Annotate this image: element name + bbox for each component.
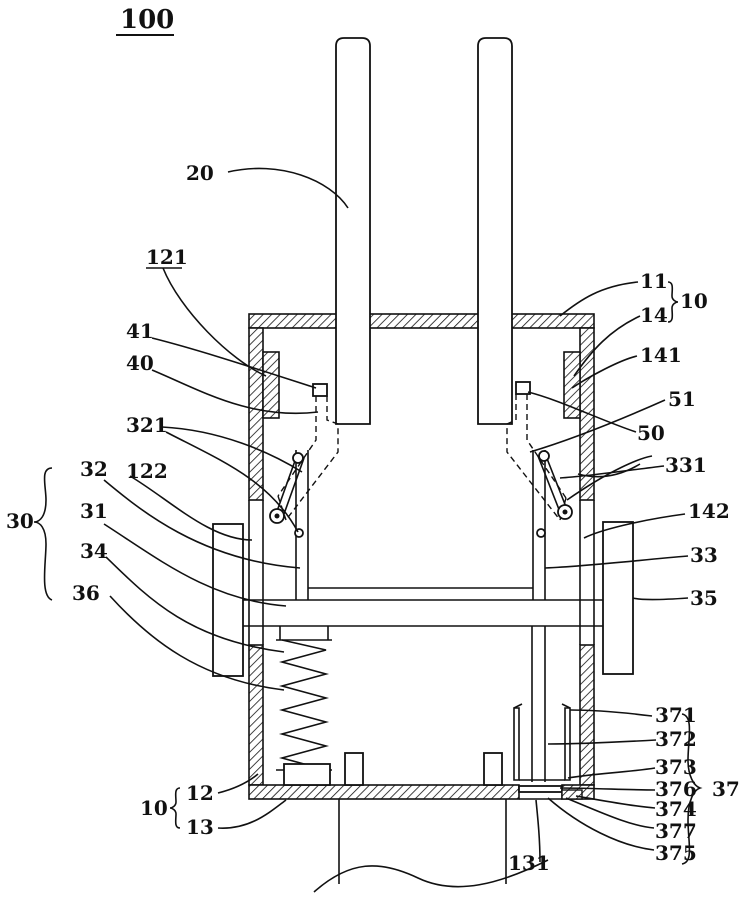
spring-34 [276, 626, 332, 785]
left-handle-36 [213, 524, 243, 676]
pins-20 [336, 38, 512, 424]
label-371: 371 [655, 703, 697, 727]
label-37: 37 [712, 777, 740, 801]
label-30: 30 [6, 509, 34, 533]
label-32: 32 [80, 457, 108, 481]
label-372: 372 [655, 727, 697, 751]
brace-30 [34, 468, 52, 600]
label-374: 374 [655, 797, 697, 821]
label-375: 375 [655, 841, 697, 865]
label-51: 51 [668, 387, 696, 411]
housing [249, 314, 594, 799]
label-12: 12 [186, 781, 214, 805]
housing-left-wall-upper [249, 328, 263, 500]
label-321: 321 [126, 413, 168, 437]
label-10-bottom: 10 [140, 796, 168, 820]
brace-10-bottom [170, 788, 180, 828]
housing-right-wall-lower [580, 645, 594, 785]
label-141: 141 [640, 343, 682, 367]
housing-bottom-wall [249, 785, 519, 799]
brace-10-top [668, 282, 678, 322]
label-11: 11 [640, 269, 668, 293]
label-41: 41 [126, 319, 154, 343]
pin-left [336, 38, 370, 424]
label-377: 377 [655, 819, 697, 843]
labels: 20 121 11 10 14 41 40 141 51 50 321 331 … [6, 161, 740, 875]
label-35: 35 [690, 586, 718, 610]
label-331: 331 [665, 453, 707, 477]
right-handle-35 [603, 522, 633, 674]
figure-number: 100 [120, 5, 174, 35]
leader-lines [104, 168, 688, 862]
label-34: 34 [80, 539, 108, 563]
label-131: 131 [508, 851, 550, 875]
label-373: 373 [655, 755, 697, 779]
label-13: 13 [186, 815, 214, 839]
label-142: 142 [688, 499, 730, 523]
label-10-top: 10 [680, 289, 708, 313]
housing-left-wall-lower [249, 645, 263, 785]
stud-2 [484, 753, 502, 785]
label-36: 36 [72, 581, 100, 605]
label-33: 33 [690, 543, 718, 567]
linkage-right-50 [507, 382, 572, 537]
stud-1 [345, 753, 363, 785]
label-40: 40 [126, 351, 154, 375]
housing-top-wall [249, 314, 594, 328]
label-20: 20 [186, 161, 214, 185]
pin-right [478, 38, 512, 424]
label-14: 14 [640, 303, 668, 327]
label-122: 122 [126, 459, 168, 483]
label-121: 121 [146, 245, 188, 269]
left-block-41 [263, 352, 279, 418]
label-31: 31 [80, 499, 108, 523]
label-50: 50 [637, 421, 665, 445]
